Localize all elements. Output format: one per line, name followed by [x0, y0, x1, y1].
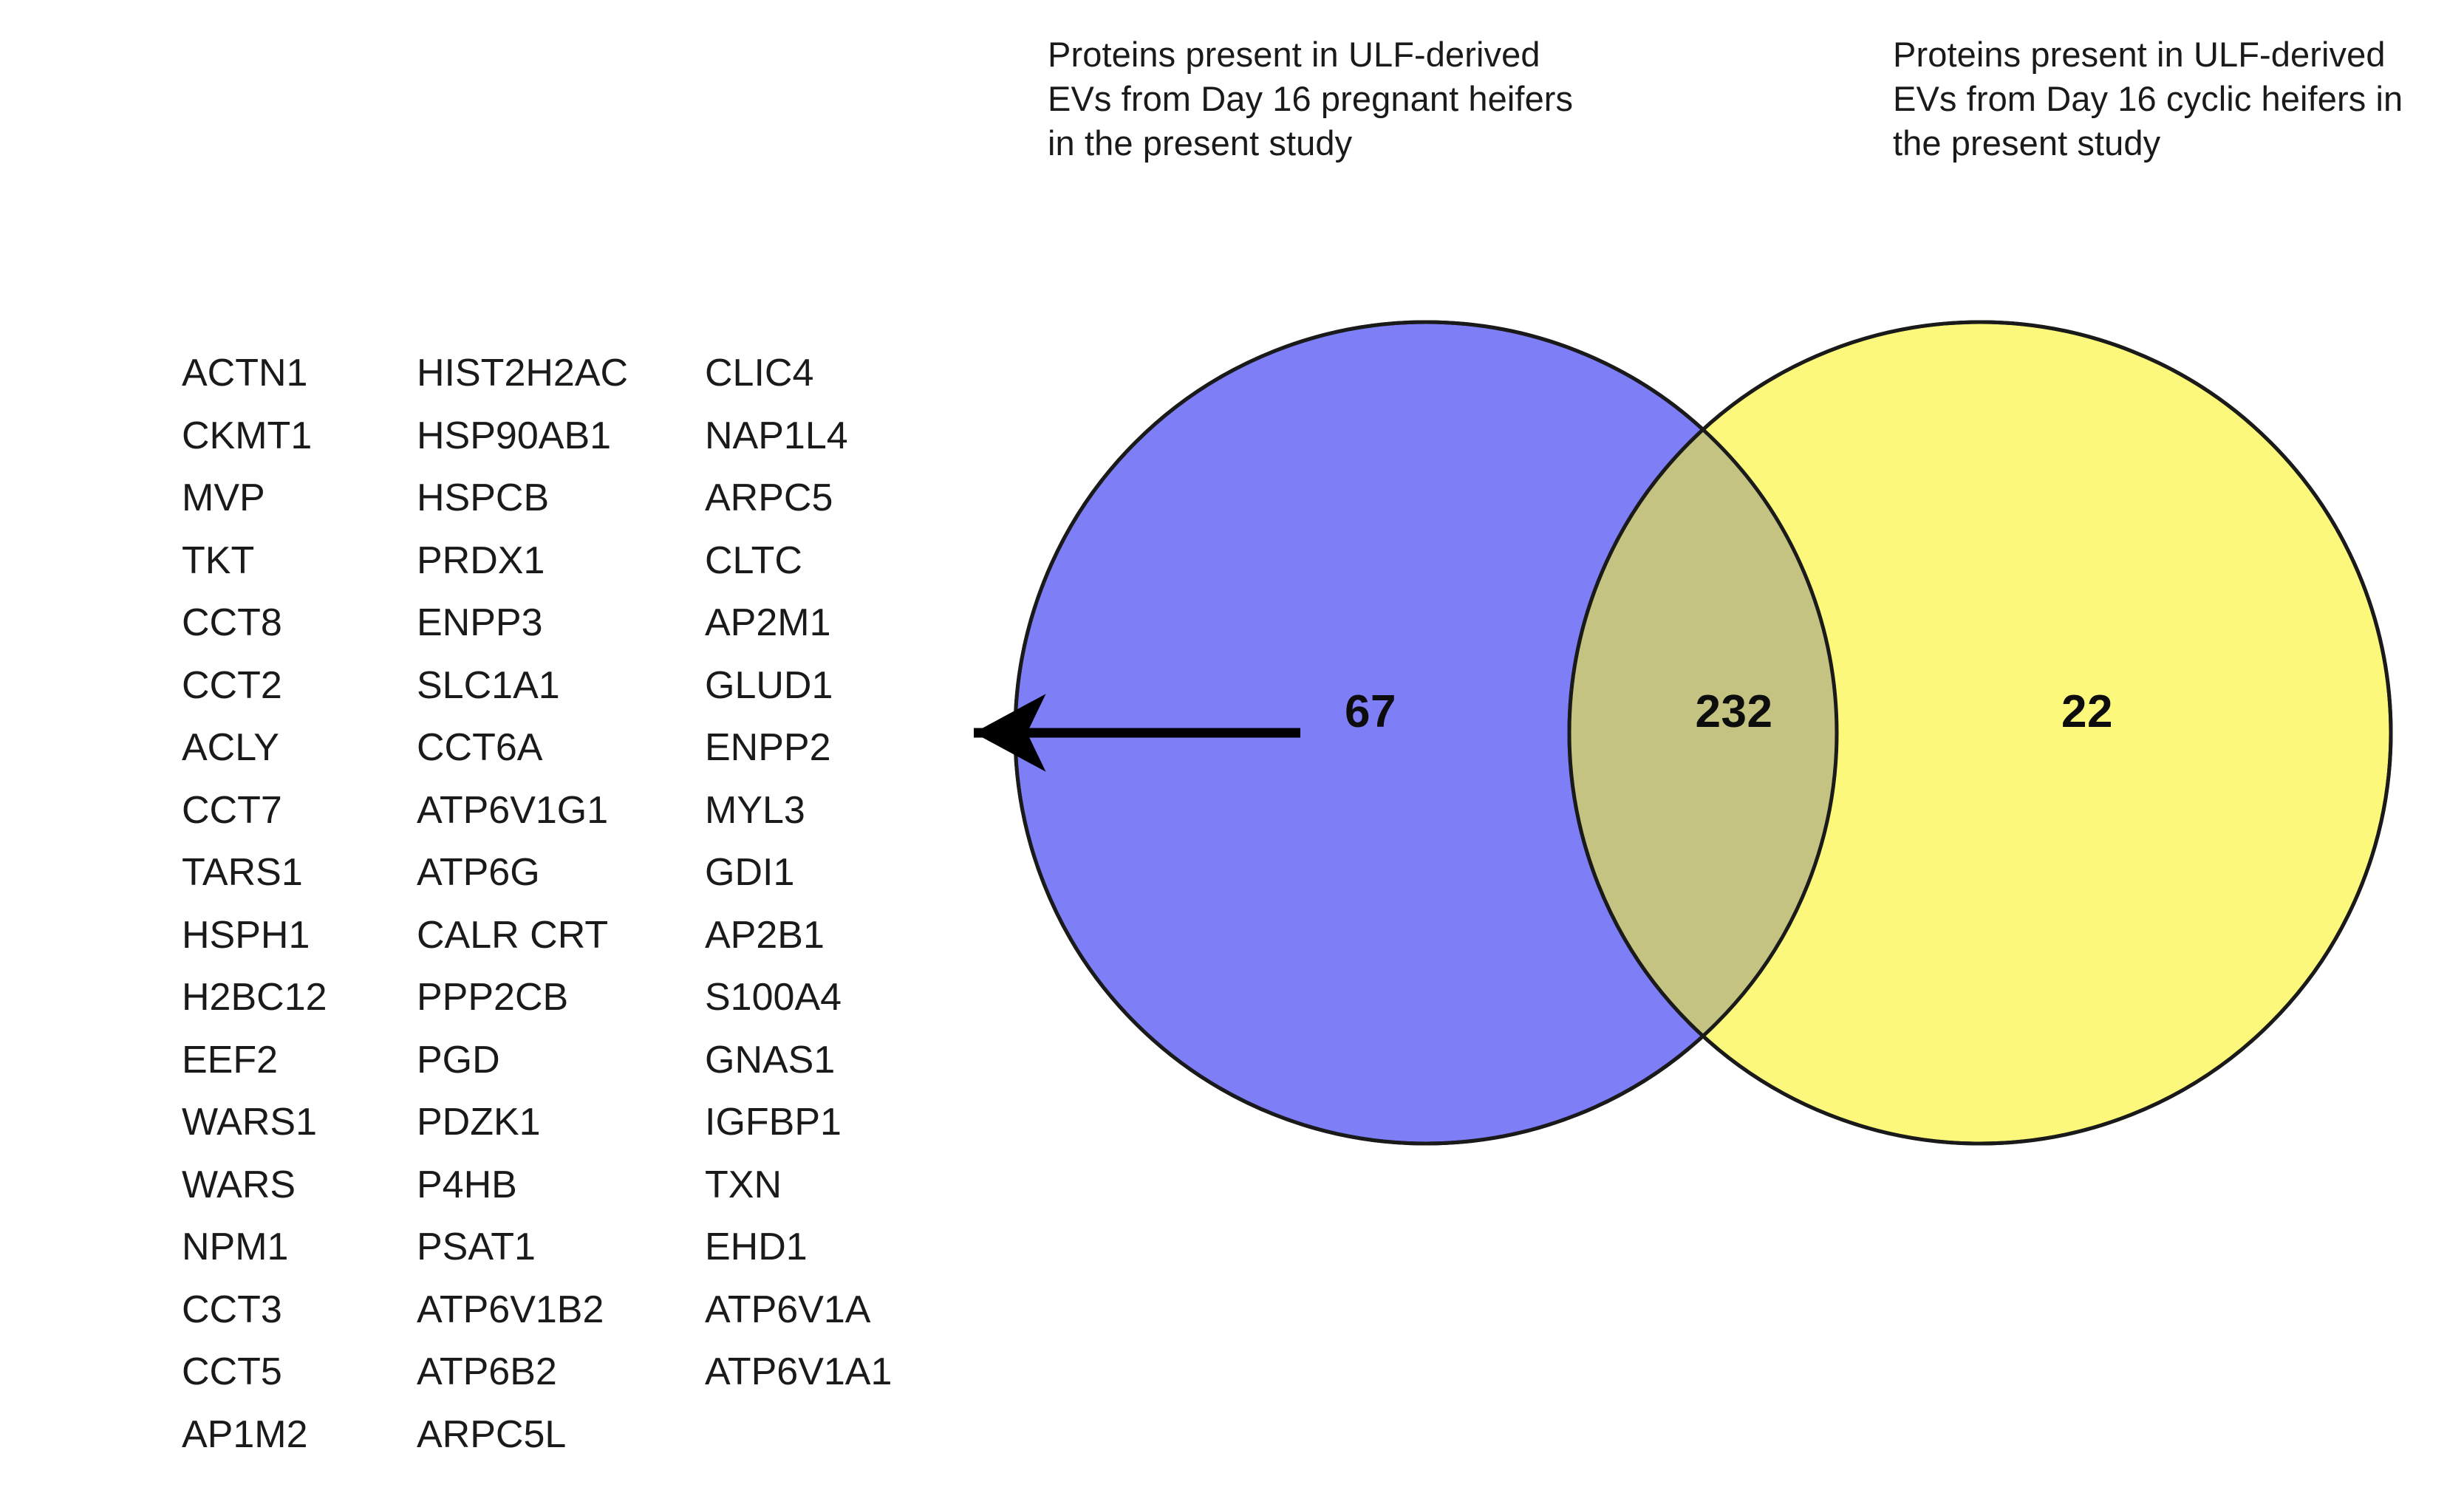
venn-count-intersection: 232 [1695, 686, 1773, 737]
venn-count-right-only: 22 [2061, 686, 2113, 737]
gene-item: IGFBP1 [705, 1101, 842, 1144]
gene-item: ATP6G [417, 851, 540, 894]
gene-item: CCT2 [182, 663, 282, 707]
gene-item: ENPP2 [705, 726, 831, 769]
gene-item: EHD1 [705, 1226, 808, 1268]
gene-item: PDZK1 [417, 1101, 541, 1144]
gene-item: NPM1 [182, 1226, 289, 1268]
gene-item: TXN [705, 1163, 782, 1206]
gene-item: CCT3 [182, 1288, 282, 1331]
gene-item: PSAT1 [417, 1226, 536, 1268]
gene-item: ENPP3 [417, 601, 543, 644]
gene-item: WARS1 [182, 1101, 317, 1144]
gene-item: CLTC [705, 539, 802, 582]
gene-item: HSP90AB1 [417, 414, 612, 457]
gene-item: WARS [182, 1163, 296, 1206]
gene-item: PPP2CB [417, 976, 569, 1019]
gene-item: CCT5 [182, 1350, 282, 1393]
gene-item: GNAS1 [705, 1038, 836, 1081]
gene-item: ACTN1 [182, 352, 308, 394]
gene-item: HIST2H2AC [417, 352, 629, 394]
gene-item: H2BC12 [182, 976, 327, 1019]
gene-item: CKMT1 [182, 414, 313, 457]
gene-item: CCT6A [417, 726, 543, 769]
gene-item: HSPH1 [182, 913, 310, 957]
gene-list-column-3: CLIC4 NAP1L4 ARPC5 CLTC AP2M1 GLUD1 ENPP… [705, 342, 971, 1466]
gene-item: PRDX1 [417, 539, 545, 582]
gene-item: CCT7 [182, 788, 282, 832]
gene-item: GLUD1 [705, 663, 833, 707]
gene-item: HSPCB [417, 476, 550, 519]
protein-gene-list: ACTN1 CKMT1 MVP TKT CCT8 CCT2 ACLY CCT7 … [182, 342, 971, 1466]
gene-item: ATP6V1A [705, 1288, 871, 1331]
gene-list-column-2: HIST2H2AC HSP90AB1 HSPCB PRDX1 ENPP3 SLC… [417, 342, 705, 1466]
gene-item: NAP1L4 [705, 414, 848, 457]
gene-item: P4HB [417, 1163, 517, 1206]
gene-item: ATP6V1A1 [705, 1350, 893, 1393]
gene-item: CCT8 [182, 601, 282, 644]
gene-item: AP2M1 [705, 601, 831, 644]
gene-item: ACLY [182, 726, 279, 769]
gene-list-column-1: ACTN1 CKMT1 MVP TKT CCT8 CCT2 ACLY CCT7 … [182, 342, 417, 1466]
gene-item: ATP6B2 [417, 1350, 557, 1393]
venn-count-left-only: 67 [1345, 686, 1396, 737]
gene-item: SLC1A1 [417, 663, 560, 707]
gene-item: AP1M2 [182, 1412, 308, 1456]
gene-item: MVP [182, 476, 265, 519]
venn-left-caption: Proteins present in ULF-derived EVs from… [1048, 35, 1574, 163]
gene-item: AP2B1 [705, 913, 825, 957]
gene-item: ATP6V1G1 [417, 788, 609, 832]
gene-item: ATP6V1B2 [417, 1288, 604, 1331]
gene-item: PGD [417, 1038, 500, 1081]
gene-item: CLIC4 [705, 352, 814, 394]
gene-item: TARS1 [182, 851, 303, 894]
venn-right-caption: Proteins present in ULF-derived EVs from… [1893, 35, 2403, 163]
gene-item: ARPC5L [417, 1412, 567, 1456]
gene-item: TKT [182, 539, 255, 582]
gene-item: GDI1 [705, 851, 795, 894]
gene-item: ARPC5 [705, 476, 833, 519]
gene-item: EEF2 [182, 1038, 279, 1081]
gene-item: S100A4 [705, 976, 842, 1019]
gene-item: MYL3 [705, 788, 805, 832]
gene-item: CALR CRT [417, 913, 609, 957]
